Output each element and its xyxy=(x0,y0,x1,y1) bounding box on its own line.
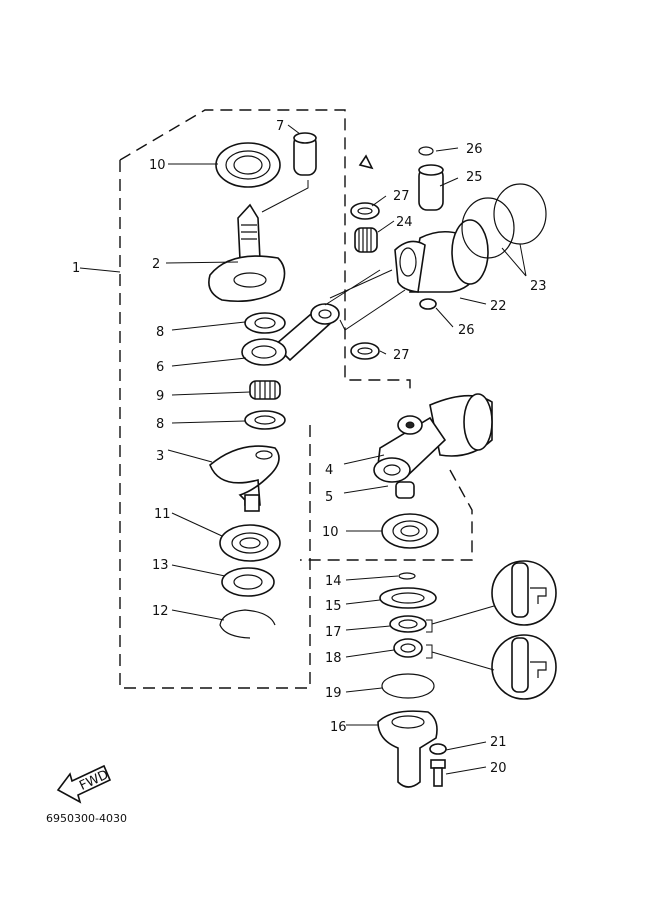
seal-bracket xyxy=(426,619,433,659)
callout-1: 1 xyxy=(72,261,80,276)
callout-24: 24 xyxy=(396,215,413,230)
washer-27-bottom xyxy=(350,342,380,360)
thrust-bearing-8-upper xyxy=(244,312,286,334)
callout-10a: 10 xyxy=(149,158,166,173)
circlip-26-top xyxy=(418,146,434,156)
forward-arrow-icon: FWD xyxy=(56,764,112,804)
piston-pin-25 xyxy=(418,164,444,211)
callout-8b: 8 xyxy=(156,417,164,432)
washer-27-top xyxy=(350,202,380,220)
piston-assembly-lines xyxy=(324,269,406,331)
pin-7-guide xyxy=(261,180,309,213)
seal-18 xyxy=(393,638,423,658)
callout-15: 15 xyxy=(325,599,342,614)
bearing-10-top xyxy=(215,142,281,188)
callout-10b: 10 xyxy=(322,525,339,540)
crankshaft-lower-3 xyxy=(209,445,280,512)
bolt-20 xyxy=(430,759,446,787)
needle-bearing-9 xyxy=(249,380,281,400)
circlip-12 xyxy=(219,609,276,639)
piston-group-outline xyxy=(300,469,473,561)
callout-26a: 26 xyxy=(466,142,483,157)
callout-12: 12 xyxy=(152,604,169,619)
callout-11: 11 xyxy=(154,507,171,522)
callout-27b: 27 xyxy=(393,348,410,363)
bearing-11 xyxy=(219,524,281,562)
washer-21 xyxy=(429,743,447,755)
callout-26b: 26 xyxy=(458,323,475,338)
callout-9: 9 xyxy=(156,389,164,404)
fwd-label: FWD xyxy=(77,767,111,793)
pin-7 xyxy=(293,132,317,176)
o-ring-19 xyxy=(381,673,435,699)
callout-21: 21 xyxy=(490,735,507,750)
bearing-10-lower xyxy=(381,513,439,549)
crankshaft-upper-2 xyxy=(208,203,286,303)
callout-22: 22 xyxy=(490,299,507,314)
oil-seal-13 xyxy=(221,567,275,597)
seal-detail-upper xyxy=(431,560,557,626)
callout-4: 4 xyxy=(325,463,333,478)
callout-14: 14 xyxy=(325,574,342,589)
small-end-bearing-24 xyxy=(354,227,378,253)
diagram-code: 6950300-4030 xyxy=(46,812,127,825)
piston-22 xyxy=(394,219,489,293)
callout-13: 13 xyxy=(152,558,169,573)
circlip-26-bottom xyxy=(419,298,437,310)
callout-16: 16 xyxy=(330,720,347,735)
callout-19: 19 xyxy=(325,686,342,701)
callout-5: 5 xyxy=(325,490,333,505)
callout-8a: 8 xyxy=(156,325,164,340)
o-ring-14 xyxy=(398,572,416,580)
piston-rod-assembly-4-5 xyxy=(373,393,493,499)
callout-7: 7 xyxy=(276,119,284,134)
assembly-outline xyxy=(119,109,411,689)
callout-18: 18 xyxy=(325,651,342,666)
callout-17: 17 xyxy=(325,625,342,640)
housing-16 xyxy=(377,710,438,788)
callout-20: 20 xyxy=(490,761,507,776)
callout-23: 23 xyxy=(530,279,547,294)
callout-27a: 27 xyxy=(393,189,410,204)
callout-2: 2 xyxy=(152,257,160,272)
seal-17 xyxy=(389,615,427,633)
seal-detail-lower xyxy=(431,634,557,700)
callout-3: 3 xyxy=(156,449,164,464)
woodruff-key xyxy=(358,154,374,170)
thrust-bearing-8-lower xyxy=(244,410,286,430)
connecting-rod-6 xyxy=(241,303,340,366)
callout-25: 25 xyxy=(466,170,483,185)
leader-lines xyxy=(79,124,527,775)
callout-6: 6 xyxy=(156,360,164,375)
washer-15 xyxy=(379,587,437,609)
